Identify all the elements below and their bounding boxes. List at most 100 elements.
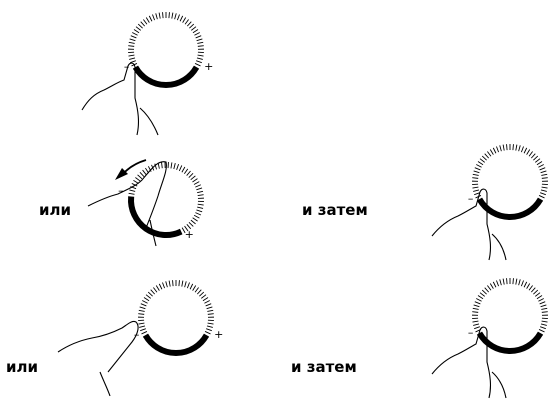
dial-minus-marker: – — [118, 184, 124, 197]
dial-tick — [527, 284, 530, 289]
dial-tick — [524, 148, 527, 153]
dial-tick — [475, 302, 481, 304]
dial-tick — [539, 195, 544, 198]
dial-tick — [196, 210, 202, 212]
dial-tick — [193, 218, 198, 221]
dial-tick — [474, 327, 480, 329]
dial-tick — [541, 308, 547, 309]
dial-tick — [129, 58, 135, 59]
dial-tick — [136, 27, 141, 31]
dial-tick — [207, 326, 213, 327]
dial-tick — [162, 282, 164, 288]
dial-tick — [192, 179, 197, 182]
dial-tick — [540, 302, 546, 304]
dial-tick — [187, 171, 191, 176]
dial-tick — [529, 151, 533, 156]
dial-tick — [478, 296, 483, 299]
dial-minus-marker: – — [468, 326, 474, 339]
dial-tick — [193, 286, 196, 291]
dial-tick — [129, 190, 135, 192]
dial-tick — [207, 307, 213, 309]
dial-tick — [195, 213, 201, 215]
dial-tick — [208, 323, 214, 324]
dial-tick — [134, 30, 139, 33]
dial-tick — [174, 163, 175, 169]
dial-tick — [187, 282, 189, 288]
dial-tick — [162, 162, 163, 168]
dial-tick — [524, 282, 527, 287]
dial-tick — [169, 12, 170, 18]
dial-tick — [485, 154, 489, 158]
dial-tick — [197, 207, 203, 208]
dial-tick — [476, 299, 481, 302]
dial-tick — [206, 304, 212, 306]
touch-dial-icon: –+ — [118, 162, 204, 241]
dial-tick — [146, 18, 149, 23]
dial-level-arc — [136, 68, 197, 85]
dial-tick — [482, 290, 486, 294]
dial-tick — [541, 324, 547, 325]
dial-tick — [144, 298, 149, 301]
dial-tick — [521, 280, 523, 286]
dial-tick — [541, 171, 547, 173]
dial-tick — [128, 55, 134, 56]
dial-tick — [191, 176, 196, 180]
dial-tick — [129, 193, 135, 194]
dial-tick — [198, 195, 204, 196]
dial-tick — [140, 172, 144, 176]
dial-tick — [149, 16, 152, 21]
dial-tick — [177, 14, 179, 20]
dial-tick — [172, 13, 173, 19]
dial-tick — [196, 188, 202, 190]
dial-tick — [500, 279, 502, 285]
dial-tick — [195, 63, 200, 66]
dial-tick — [527, 150, 530, 155]
dial-level-arc — [146, 336, 207, 354]
dial-tick — [173, 280, 174, 286]
dial-tick — [135, 178, 140, 182]
dial-tick — [482, 156, 486, 160]
dial-tick — [197, 42, 203, 43]
dial-tick — [531, 154, 535, 158]
dial-tick — [208, 314, 214, 315]
dial-tick — [185, 19, 189, 24]
dial-tick — [156, 286, 159, 291]
dial-tick — [180, 16, 183, 21]
dial-tick — [199, 292, 203, 296]
dial-level-arc — [480, 200, 541, 218]
dial-tick — [143, 19, 147, 24]
dial-tick — [496, 146, 498, 152]
dial-tick — [507, 144, 508, 150]
dial-tick — [541, 190, 547, 191]
dial-tick — [141, 331, 146, 334]
dial-tick — [159, 13, 160, 19]
dial-tick — [140, 307, 146, 309]
dial-tick — [156, 13, 158, 19]
dial-tick — [537, 296, 542, 299]
dial-tick — [197, 39, 203, 41]
dial-tick — [138, 323, 144, 324]
dial-tick — [535, 159, 540, 163]
dial-tick — [194, 182, 199, 185]
dial-tick — [203, 298, 208, 301]
dial-level-arc — [480, 334, 541, 352]
dial-tick — [538, 299, 543, 302]
dial-tick — [533, 156, 537, 160]
dial-tick — [196, 61, 202, 63]
dial-tick — [490, 150, 493, 155]
dial-tick — [474, 171, 480, 173]
dial-tick — [195, 185, 200, 187]
dial-tick — [521, 146, 523, 152]
dial-tick — [179, 165, 181, 170]
dial-tick — [513, 144, 514, 150]
dial-tick — [480, 159, 485, 163]
dial-plus-marker: + — [185, 228, 194, 241]
dial-tick — [183, 18, 186, 23]
dial-tick — [204, 301, 209, 304]
dial-tick — [538, 165, 543, 168]
dial-tick — [472, 312, 478, 313]
dial-tick — [187, 22, 191, 26]
dial-tick — [138, 314, 144, 315]
dial-tick — [478, 162, 483, 165]
dial-tick — [519, 279, 521, 285]
